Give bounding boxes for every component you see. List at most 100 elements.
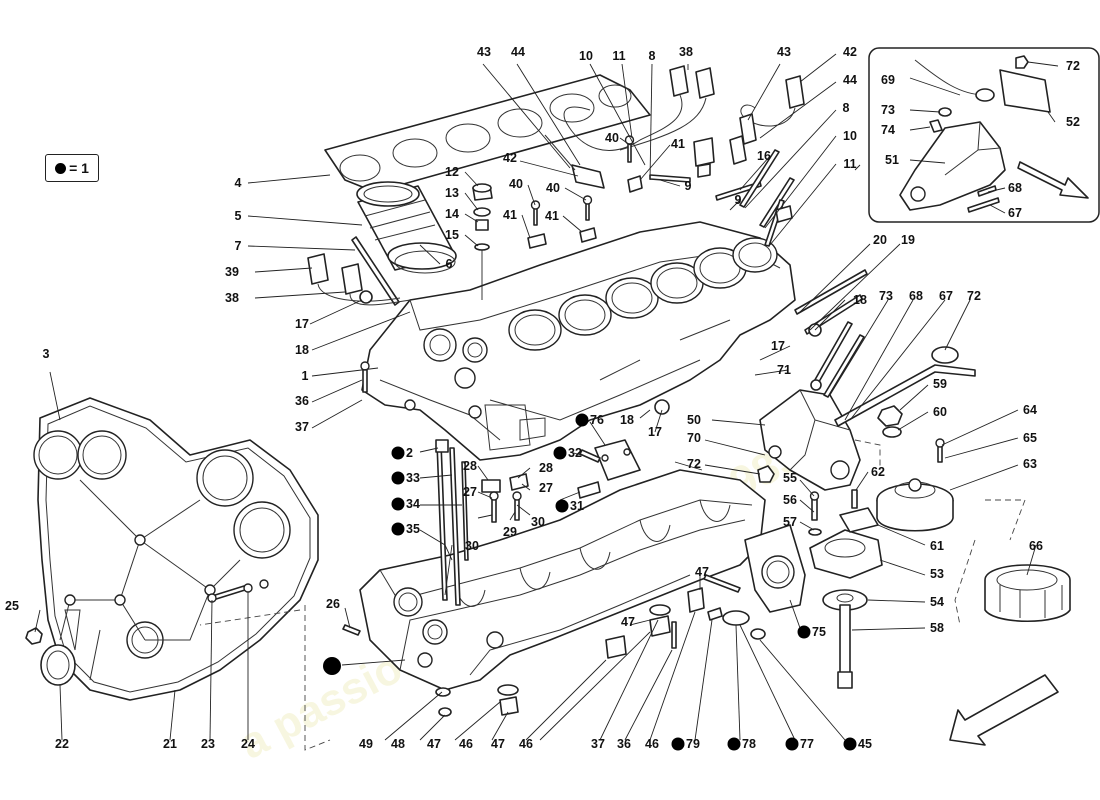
- callout-label: 3: [43, 347, 50, 361]
- callout-46: 46: [459, 737, 473, 751]
- bolt-32: [579, 449, 601, 463]
- callout-18: 18: [295, 343, 309, 357]
- callout-24: 24: [241, 737, 255, 751]
- callout-label: 16: [757, 149, 771, 163]
- callout-label: 46: [519, 737, 533, 751]
- callout-37: 37: [591, 737, 605, 751]
- callout-dot: [323, 657, 341, 675]
- callout-62: 62: [871, 465, 885, 479]
- callout-label: 60: [933, 405, 947, 419]
- callout-label: 64: [1023, 403, 1037, 417]
- callout-label: 32: [568, 446, 582, 460]
- plug-17: [359, 290, 373, 304]
- callout-7: 7: [235, 239, 242, 253]
- sensors-38-39: [307, 253, 411, 306]
- plug-stack-12: [472, 183, 493, 300]
- callout-label: 54: [930, 595, 944, 609]
- callout-label: 9: [735, 193, 742, 207]
- callout-label: 69: [881, 73, 895, 87]
- callout-label: 53: [930, 567, 944, 581]
- filled-circle-icon: [553, 446, 567, 460]
- callout-label: 12: [445, 165, 459, 179]
- callout-47: 47: [427, 737, 441, 751]
- callout-1: 1: [302, 369, 309, 383]
- callout-60: 60: [933, 405, 947, 419]
- callout-37: 37: [295, 420, 309, 434]
- silent-block-53: [809, 529, 883, 579]
- callout-36: 36: [295, 394, 309, 408]
- reference-lines: [199, 439, 1026, 751]
- callout-label: 52: [1066, 115, 1080, 129]
- flange-75: [744, 524, 806, 613]
- callout-label: 65: [1023, 431, 1037, 445]
- callout-label: 37: [295, 420, 309, 434]
- filled-circle-icon: [575, 413, 589, 427]
- callout-25: 25: [5, 599, 19, 613]
- clips-41: [527, 175, 643, 249]
- callout-15: 15: [445, 228, 459, 242]
- callout-31: 31: [555, 499, 584, 513]
- callout-label: 63: [1023, 457, 1037, 471]
- timing-cover: [33, 397, 319, 701]
- callout-label: 24: [241, 737, 255, 751]
- cap-63: [876, 478, 954, 532]
- callout-75: 75: [797, 625, 826, 639]
- callout-label: 41: [503, 208, 517, 222]
- callout-10: 10: [843, 129, 857, 143]
- callout-67: 67: [939, 289, 953, 303]
- oil-jets-and-bolts: [481, 473, 529, 523]
- callout-68: 68: [909, 289, 923, 303]
- callout-49: 49: [359, 737, 373, 751]
- callout-label: 8: [649, 49, 656, 63]
- callout-73: 73: [881, 103, 895, 117]
- callout-label: 74: [881, 123, 895, 137]
- pressure-switch-41: [693, 137, 715, 178]
- callout-label: 45: [858, 737, 872, 751]
- callout-47: 47: [695, 565, 709, 579]
- callout-71: 71: [777, 363, 791, 377]
- callout-74: 74: [881, 123, 895, 137]
- callout-label: 62: [871, 465, 885, 479]
- cylinder-liner: [356, 181, 457, 274]
- callout-label: 6: [446, 257, 453, 271]
- callout-45: 45: [843, 737, 872, 751]
- callout-label: 30: [465, 539, 479, 553]
- callout-65: 65: [1023, 431, 1037, 445]
- callout-label: 58: [930, 621, 944, 635]
- bottom-fittings: [435, 574, 766, 717]
- filled-circle-icon: [391, 497, 405, 511]
- callout-30: 30: [531, 515, 545, 529]
- callout-42: 42: [503, 151, 517, 165]
- callout-label: 41: [545, 209, 559, 223]
- filled-circle-icon: [797, 625, 811, 639]
- legend-text: = 1: [69, 160, 89, 176]
- callout-72: 72: [687, 457, 701, 471]
- callout-56: 56: [783, 493, 797, 507]
- callout-label: 9: [685, 179, 692, 193]
- callout-34: 34: [391, 497, 420, 511]
- head-studs: [649, 149, 795, 247]
- callout-label: 49: [359, 737, 373, 751]
- callout-11: 11: [612, 49, 625, 63]
- filled-circle-icon: [391, 471, 405, 485]
- sleeve-31: [577, 481, 601, 499]
- callout-label: 40: [605, 131, 619, 145]
- callout-8: 8: [843, 101, 850, 115]
- callout-label: 42: [503, 151, 517, 165]
- callout-36: 36: [617, 737, 631, 751]
- filled-circle-icon: [671, 737, 685, 751]
- callout-18: 18: [620, 413, 634, 427]
- callout-12: 12: [445, 165, 459, 179]
- callout-11: 11: [843, 157, 856, 171]
- callout-72: 72: [967, 289, 981, 303]
- callout-76: 76: [575, 413, 604, 427]
- callout-27: 27: [539, 481, 553, 495]
- callout-label: 18: [853, 293, 867, 307]
- engine-mount-bracket: [759, 389, 861, 491]
- callout-23: 23: [201, 737, 215, 751]
- callout-44: 44: [511, 45, 525, 59]
- callout-label: 39: [225, 265, 239, 279]
- knock-sensors: [563, 65, 715, 151]
- head-gasket: [324, 74, 651, 193]
